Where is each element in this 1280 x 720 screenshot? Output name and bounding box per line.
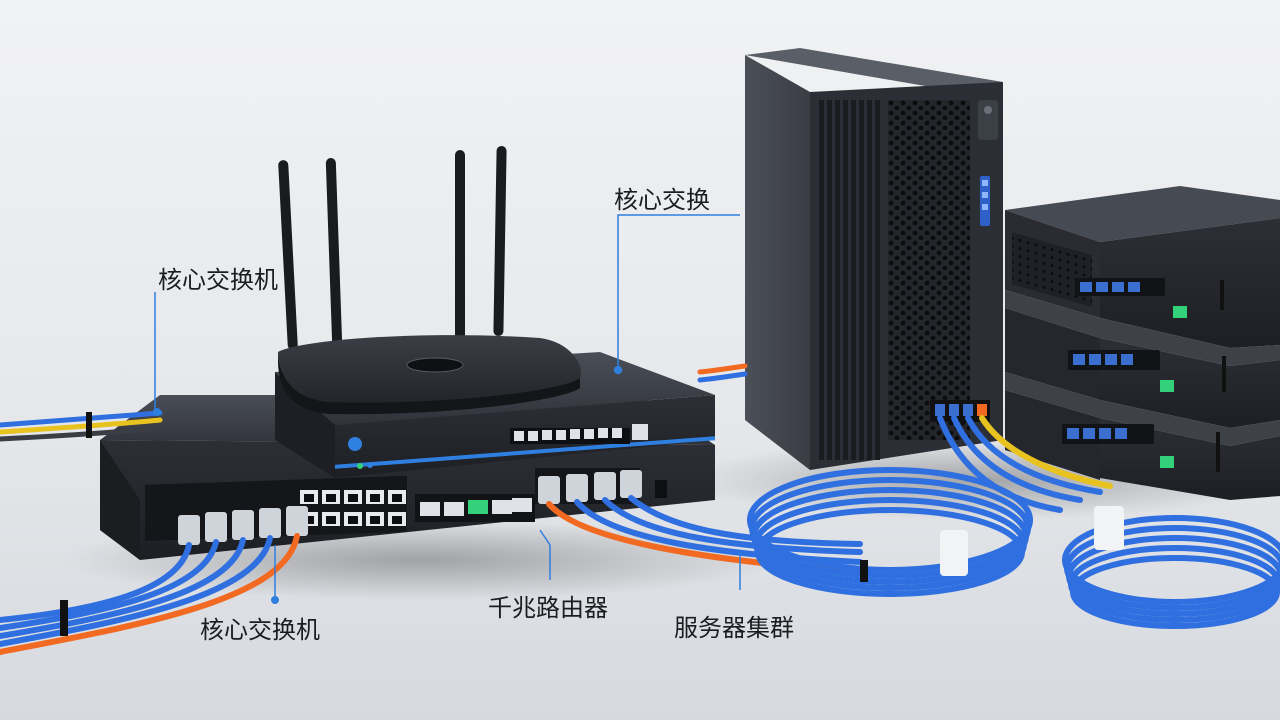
label-core-switch-left: 核心交换机 — [158, 266, 278, 294]
rack-server-icon — [1005, 186, 1280, 500]
label-gigabit-router: 千兆路由器 — [488, 594, 608, 622]
server-tower-icon — [745, 48, 1003, 470]
wifi-router-icon — [278, 146, 581, 415]
label-server-cluster: 服务器集群 — [674, 614, 794, 642]
label-core-switch-top: 核心交换 — [614, 186, 710, 214]
label-core-switch-bottom: 核心交换机 — [200, 616, 320, 644]
